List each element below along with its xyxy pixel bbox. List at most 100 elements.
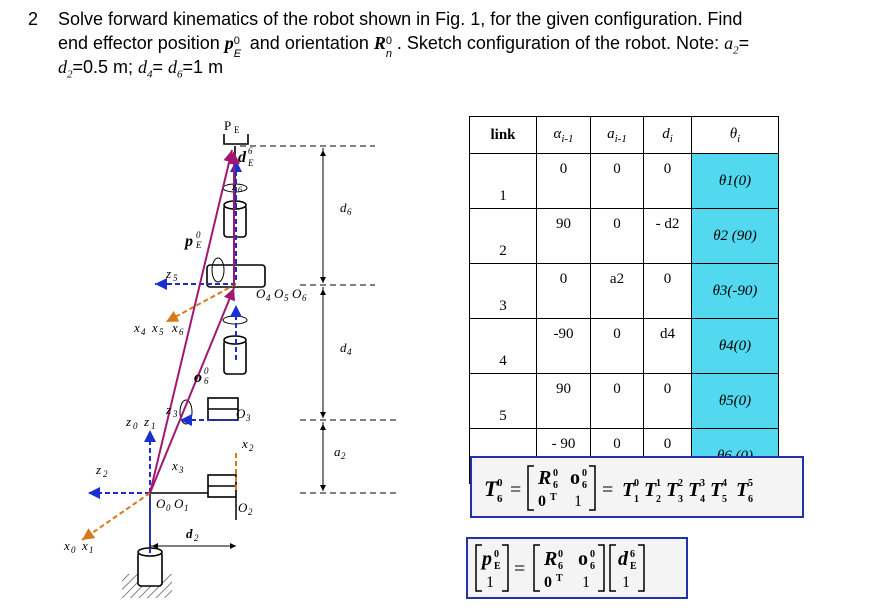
svg-text:E: E: [494, 561, 501, 572]
position-vectors: [149, 149, 240, 494]
problem-number: 2: [28, 9, 39, 29]
label-z3: z: [165, 402, 171, 417]
table-row: 2 90 0 - d2 θ2 (90): [469, 208, 779, 264]
problem-line-1: Solve forward kinematics of the robot sh…: [58, 9, 743, 29]
svg-text:2: 2: [656, 494, 661, 505]
label-pE: P: [224, 118, 231, 133]
position-equation: p 0 E 1 = R 0 6 o 0 6 0 T 1 d 6 E 1: [466, 537, 688, 599]
svg-text:2: 2: [678, 478, 683, 489]
svg-text:6: 6: [179, 327, 184, 337]
svg-text:5: 5: [173, 273, 178, 283]
svg-text:1: 1: [582, 574, 590, 591]
label-x456: x: [133, 320, 140, 335]
svg-text:0: 0: [494, 549, 499, 560]
svg-text:R: R: [543, 548, 557, 570]
svg-text:1: 1: [89, 545, 94, 555]
svg-text:o: o: [578, 548, 588, 570]
svg-text:6: 6: [748, 494, 753, 505]
eq1-lhs-T: T: [484, 476, 499, 501]
svg-text:1: 1: [184, 503, 189, 513]
table-row: 4 -90 0 d4 θ4(0): [469, 318, 779, 374]
label-z5: z: [165, 266, 171, 281]
svg-text:5: 5: [284, 293, 289, 303]
header-theta: θi: [691, 116, 779, 154]
svg-text:O: O: [174, 496, 184, 511]
svg-text:2: 2: [103, 469, 108, 479]
svg-text:3: 3: [678, 494, 683, 505]
svg-text:4: 4: [141, 327, 146, 337]
svg-text:T: T: [736, 479, 749, 501]
problem-line-3: d2=0.5 m; d4= d6=1 m: [58, 57, 224, 81]
label-x0x1: x: [63, 538, 70, 553]
svg-text:p: p: [480, 548, 492, 570]
header-link: link: [469, 116, 537, 154]
svg-text:T: T: [550, 492, 557, 503]
svg-text:0: 0: [634, 478, 639, 489]
svg-text:T: T: [556, 573, 563, 584]
z-axes: [88, 160, 242, 555]
header-alpha: αi-1: [536, 116, 591, 154]
svg-text:T: T: [710, 479, 723, 501]
svg-text:4: 4: [722, 478, 727, 489]
svg-text:3: 3: [700, 478, 705, 489]
table-row: 3 0 a2 0 θ3(-90): [469, 263, 779, 319]
svg-text:5: 5: [748, 478, 753, 489]
svg-text:6: 6: [204, 376, 209, 386]
svg-text:o: o: [570, 467, 580, 489]
svg-text:4: 4: [347, 347, 352, 357]
svg-text:5: 5: [722, 494, 727, 505]
svg-text:2: 2: [341, 451, 346, 461]
label-a2: a: [334, 444, 341, 459]
svg-text:6: 6: [558, 561, 563, 572]
svg-text:x: x: [171, 320, 178, 335]
svg-text:4: 4: [266, 293, 271, 303]
theta-cell: θ4(0): [691, 318, 779, 374]
svg-text:0: 0: [133, 421, 138, 431]
svg-text:0: 0: [166, 503, 171, 513]
theta-cell: θ2 (90): [691, 208, 779, 264]
svg-text:6: 6: [302, 293, 307, 303]
svg-text:6: 6: [497, 493, 503, 505]
svg-text:1: 1: [486, 574, 494, 591]
label-o6: o: [194, 369, 202, 386]
svg-text:1: 1: [634, 494, 639, 505]
svg-text:6: 6: [347, 207, 352, 217]
svg-text:0: 0: [582, 468, 587, 479]
label-o3: O: [236, 406, 246, 421]
table-row: 5 90 0 0 θ5(0): [469, 373, 779, 429]
label-o2: O: [238, 500, 248, 515]
dimension-arrows: [150, 148, 326, 549]
svg-text:d: d: [618, 548, 629, 570]
svg-text:0: 0: [558, 549, 563, 560]
svg-text:6: 6: [553, 480, 558, 491]
svg-text:6: 6: [248, 146, 253, 156]
header-a: ai-1: [590, 116, 644, 154]
svg-text:=: =: [602, 479, 613, 501]
x-axes: [81, 283, 237, 541]
label-x3: x: [171, 458, 178, 473]
svg-text:O: O: [274, 286, 284, 301]
svg-text:E: E: [234, 125, 240, 135]
label-pE0: p: [183, 233, 193, 250]
svg-text:E: E: [247, 158, 254, 168]
label-z0z1: z: [125, 414, 131, 429]
svg-text:0: 0: [497, 477, 503, 489]
label-o456: O: [256, 286, 266, 301]
label-z6: z: [231, 181, 237, 193]
label-d4: d: [340, 340, 347, 355]
svg-text:3: 3: [172, 409, 178, 419]
table-row: 1 0 0 0 θ1(0): [469, 153, 779, 209]
svg-text:0: 0: [544, 574, 552, 591]
svg-text:4: 4: [700, 494, 705, 505]
theta-cell: θ5(0): [691, 373, 779, 429]
svg-text:0: 0: [553, 468, 558, 479]
label-x2: x: [241, 436, 248, 451]
svg-text:6: 6: [238, 185, 242, 194]
label-o01: O: [156, 496, 166, 511]
svg-text:1: 1: [151, 421, 156, 431]
svg-text:x: x: [151, 320, 158, 335]
